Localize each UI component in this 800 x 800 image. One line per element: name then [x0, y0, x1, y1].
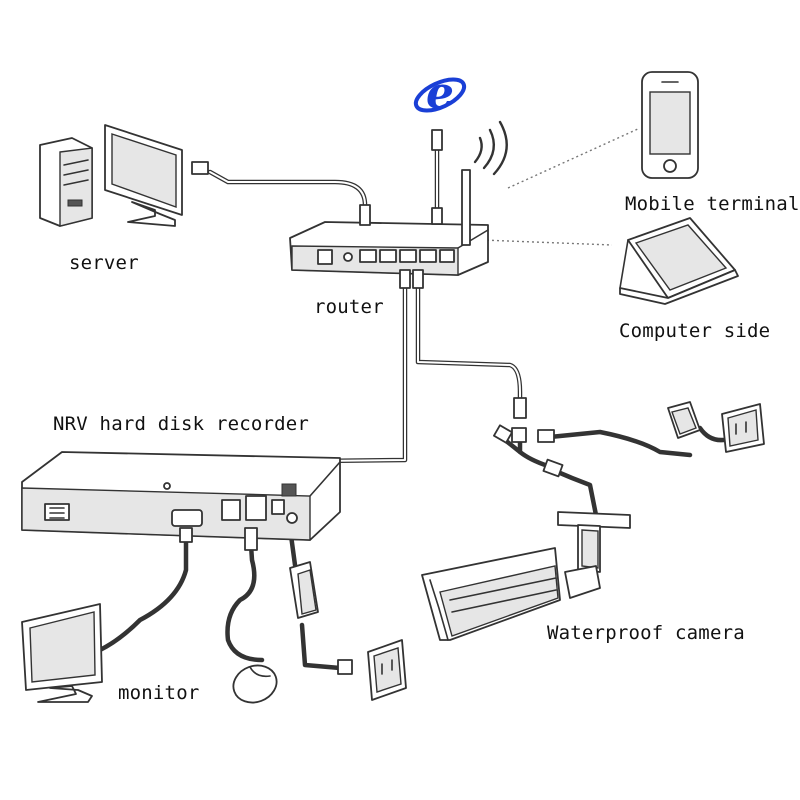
wall-socket-camera [721, 403, 765, 453]
mobile-terminal-label: Mobile terminal [625, 193, 800, 215]
monitor-device [21, 603, 103, 703]
nvr-recorder-device [21, 451, 341, 551]
internet-explorer-icon: e [413, 68, 467, 151]
svg-text:e: e [426, 68, 454, 119]
waterproof-camera-label: Waterproof camera [547, 622, 745, 644]
server-label: server [69, 252, 139, 274]
power-adapter-nvr [289, 561, 353, 675]
router-label: router [314, 296, 384, 318]
server-device [39, 124, 209, 227]
waterproof-camera-device [421, 511, 631, 641]
nvr-recorder-label: NRV hard disk recorder [53, 413, 310, 435]
mouse-device [232, 664, 278, 704]
laptop-device [619, 217, 739, 305]
wall-socket-nvr [367, 639, 407, 701]
wifi-signal-icon [473, 120, 508, 176]
router-device [289, 169, 489, 289]
monitor-label: monitor [118, 682, 200, 704]
computer-side-label: Computer side [619, 320, 771, 342]
power-adapter-camera [667, 401, 701, 439]
cable-splitter [493, 397, 564, 478]
mobile-phone-device [641, 71, 699, 179]
